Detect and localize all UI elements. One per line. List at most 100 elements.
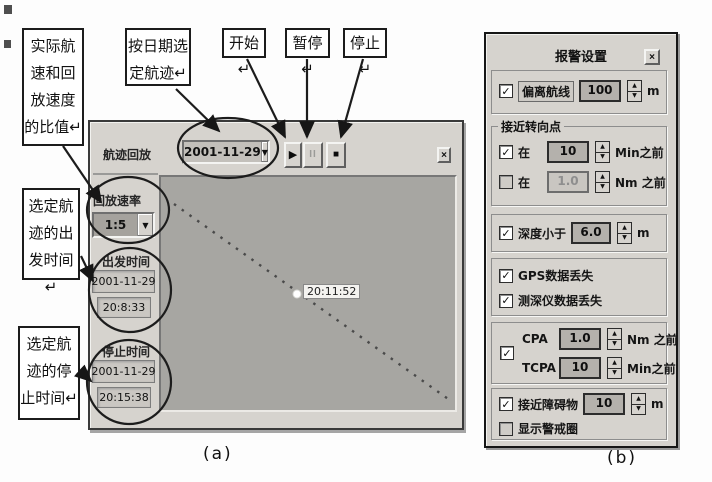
alarm-window-title: 报警设置 [554,50,607,65]
obstacle-checkbox[interactable]: ✓ [499,397,513,411]
data-loss-group: ✓ GPS数据丢失 ✓ 测深仪数据丢失 [491,258,667,316]
depth-spinner[interactable]: ▲ ▼ [617,222,633,244]
cpa-spinner[interactable]: ▲ ▼ [607,328,622,350]
check-icon: ✓ [501,397,511,411]
cpa-row: CPA 1.0 ▲ ▼ Nm 之前 [522,328,678,350]
obstacle-group: ✓ 接近障碍物 10 ▲ ▼ m 显示警戒圈 [491,388,667,440]
callout-departure-time: 选定航 迹的出 发时间↵ [22,188,80,296]
pause-button[interactable]: II [303,142,323,168]
spin-up-icon[interactable]: ▲ [596,172,610,183]
rate-combobox[interactable]: 1:5 ▼ [92,212,155,238]
spin-up-icon[interactable]: ▲ [632,394,646,405]
spin-down-icon[interactable]: ▼ [622,234,627,242]
turning-nm-checkbox[interactable] [499,175,513,189]
spin-down-icon[interactable]: ▼ [636,405,641,413]
track-time-label: 20:11:52 [303,284,361,299]
cpa-unit: Nm 之前 [627,332,678,347]
tcpa-row: TCPA 10 ▲ ▼ Min之前 [522,357,676,379]
alarm-settings-window: 报警设置 × ✓ 偏离航线 100 ▲ ▼ m 接近转向点 ✓ 在 10 [484,32,678,448]
date-combobox-value: 2001-11-29 [184,145,261,159]
spin-up-icon[interactable]: ▲ [596,142,610,153]
track-chart-area[interactable]: 20:11:52 [159,175,457,412]
deviate-spinner[interactable]: ▲ ▼ [627,80,643,102]
depth-checkbox[interactable]: ✓ [499,226,513,240]
close-icon: × [441,149,447,161]
sounder-row: ✓ 测深仪数据丢失 [499,292,602,309]
departure-clock-field: 20:8:33 [97,297,151,318]
turning-min-value-field[interactable]: 10 [547,141,590,163]
spin-up-icon[interactable]: ▲ [628,81,642,92]
chevron-down-icon[interactable]: ▼ [137,214,153,236]
obstacle-spinner[interactable]: ▲ ▼ [631,393,647,415]
spin-down-icon[interactable]: ▼ [612,369,617,377]
sounder-loss-checkbox[interactable]: ✓ [499,293,513,308]
guard-ring-label: 显示警戒圈 [518,422,579,436]
depth-row: ✓ 深度小于 6.0 ▲ ▼ m [499,222,650,244]
departure-time-label: 出发时间 [102,255,151,269]
gps-row: ✓ GPS数据丢失 [499,267,593,284]
spin-down-icon[interactable]: ▼ [600,183,605,191]
track-dotted-line [173,203,452,402]
sounder-loss-label: 测深仪数据丢失 [518,294,603,308]
turning-nm-label: 在 [518,175,531,190]
callout-stop-time: 选定航 迹的停 止时间↵ [18,326,80,420]
cpa-value-field[interactable]: 1.0 [559,328,601,350]
tcpa-unit: Min之前 [627,361,676,376]
check-icon: ✓ [501,145,511,159]
deviate-value-field[interactable]: 100 [579,80,622,102]
turning-min-checkbox[interactable]: ✓ [499,145,513,159]
tcpa-value-field[interactable]: 10 [559,357,601,379]
close-button[interactable]: × [437,147,451,163]
guard-row: 显示警戒圈 [499,420,578,437]
close-icon: × [649,51,655,63]
spin-down-icon[interactable]: ▼ [632,92,637,100]
spin-up-icon[interactable]: ▲ [608,329,621,340]
check-icon: ✓ [502,346,512,360]
deviate-checkbox[interactable]: ✓ [499,84,513,98]
stop-button[interactable]: ■ [326,142,346,168]
stop-time-label: 停止时间 [102,345,151,359]
stop-clock-field: 20:15:38 [97,387,151,408]
spin-up-icon[interactable]: ▲ [618,223,632,234]
depth-label: 深度小于 [518,226,567,241]
tcpa-spinner[interactable]: ▲ ▼ [607,357,622,379]
current-position-dot [292,289,302,299]
turning-nm-row: 在 1.0 ▲ ▼ Nm 之前 [499,171,666,193]
stop-date-field: 2001-11-29 [92,360,155,383]
spin-up-icon[interactable]: ▲ [608,358,621,369]
callout-stop: 停止↵ [343,28,387,78]
check-icon: ✓ [501,226,511,240]
callout-pause: 暂停↵ [285,28,330,78]
cpa-checkbox[interactable]: ✓ [500,346,514,360]
spin-down-icon[interactable]: ▼ [600,153,605,161]
close-button[interactable]: × [644,49,660,65]
scan-artifact-mark [4,5,12,14]
spin-down-icon[interactable]: ▼ [612,340,617,348]
play-button[interactable]: ▶ [284,142,302,168]
turning-min-spinner[interactable]: ▲ ▼ [595,141,611,163]
playback-window-title: 航迹回放 [103,148,152,162]
stop-icon: ■ [332,149,340,160]
deviate-row: ✓ 偏离航线 100 ▲ ▼ m [499,80,660,102]
turning-min-label: 在 [518,145,531,160]
turning-nm-value-field[interactable]: 1.0 [547,171,590,193]
deviate-group: ✓ 偏离航线 100 ▲ ▼ m [491,70,667,114]
chevron-down-icon[interactable]: ▼ [260,142,268,162]
gps-loss-checkbox[interactable]: ✓ [499,268,513,283]
figure-caption-a: (a) [203,444,233,464]
obstacle-value-field[interactable]: 10 [583,393,626,415]
track-playback-window: 航迹回放 2001-11-29 ▼ ▶ II ■ × 回放速率 1:5 ▼ 出发… [88,120,464,430]
cpa-group: ✓ CPA 1.0 ▲ ▼ Nm 之前 TCPA 10 ▲ ▼ Min之前 [491,322,678,384]
depth-value-field[interactable]: 6.0 [571,222,612,244]
gps-loss-label: GPS数据丢失 [518,269,594,283]
depth-unit: m [637,226,650,240]
date-combobox[interactable]: 2001-11-29 ▼ [182,140,270,164]
depth-group: ✓ 深度小于 6.0 ▲ ▼ m [491,214,667,252]
pause-icon: II [309,149,317,160]
turning-point-group: 接近转向点 ✓ 在 10 ▲ ▼ Min之前 在 1.0 ▲ ▼ Nm 之前 [491,118,667,206]
turning-nm-spinner[interactable]: ▲ ▼ [595,171,611,193]
check-icon: ✓ [501,84,511,98]
departure-date-field: 2001-11-29 [92,270,155,293]
guard-ring-checkbox[interactable] [499,421,513,436]
